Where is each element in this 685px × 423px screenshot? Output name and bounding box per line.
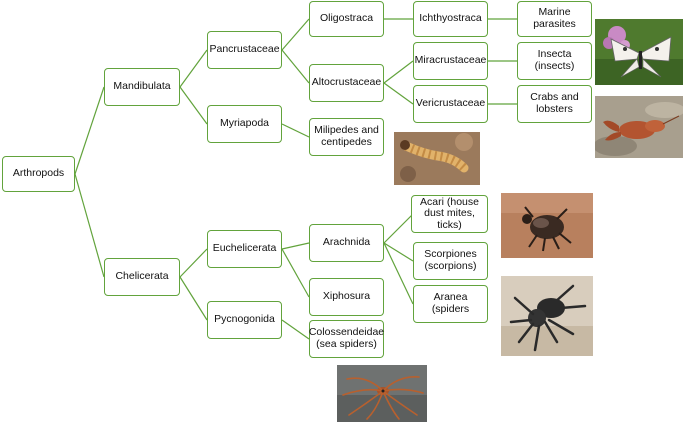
node-acari: Acari (house dust mites, ticks): [411, 195, 488, 233]
node-milipedes: Milipedes and centipedes: [309, 118, 384, 156]
node-miracrustaceae: Miracrustaceae: [413, 42, 488, 80]
edge-mandibulata-pancrustaceae: [179, 49, 208, 88]
edge-altocrustaceae-miracrustaceae: [383, 60, 414, 84]
edge-pancrustaceae-altocrustaceae: [281, 49, 310, 84]
edge-arachnida-scorpiones: [383, 242, 414, 262]
butterfly-photo: [595, 19, 683, 85]
node-chelicerata: Chelicerata: [104, 258, 180, 296]
edge-mandibulata-myriapoda: [179, 86, 208, 125]
node-pancrustaceae: Pancrustaceae: [207, 31, 282, 69]
edge-arachnida-acari: [383, 213, 414, 244]
node-arachnida: Arachnida: [309, 224, 384, 262]
edge-myriapoda-milipedes: [281, 123, 310, 138]
edge-chelicerata-pycnogonida: [179, 276, 208, 321]
node-xiphosura: Xiphosura: [309, 278, 384, 316]
node-marine-parasites: Marine parasites: [517, 1, 592, 37]
node-scorpiones: Scorpiones (scorpions): [413, 242, 488, 280]
node-euchelicerata: Euchelicerata: [207, 230, 282, 268]
node-myriapoda: Myriapoda: [207, 105, 282, 143]
node-insecta: Insecta (insects): [517, 42, 592, 80]
lobster-photo: [595, 96, 683, 158]
node-mandibulata: Mandibulata: [104, 68, 180, 106]
node-altocrustaceae: Altocrustaceae: [309, 64, 384, 102]
node-pycnogonida: Pycnogonida: [207, 301, 282, 339]
sea-spider-photo: [337, 365, 427, 422]
edge-euchelicerata-xiphosura: [281, 248, 310, 298]
edge-pycnogonida-colossendeidae: [281, 319, 310, 340]
edge-arachnida-aranea: [383, 242, 414, 305]
node-vericrustaceae: Vericrustaceae: [413, 85, 488, 123]
centipede-photo: [394, 132, 480, 185]
edge-euchelicerata-arachnida: [281, 242, 310, 250]
node-ichthyostraca: Ichthyostraca: [413, 1, 488, 37]
node-crabs-lobsters: Crabs and lobsters: [517, 85, 592, 123]
spider-photo: [501, 276, 593, 356]
tick-photo: [501, 193, 593, 258]
edge-pancrustaceae-oligostraca: [281, 18, 310, 51]
node-aranea: Aranea (spiders: [413, 285, 488, 323]
node-arthropods: Arthropods: [2, 156, 75, 192]
edge-arthropods-mandibulata: [74, 86, 105, 175]
edge-altocrustaceae-vericrustaceae: [383, 82, 414, 105]
node-colossendeidae: Colossendeidae (sea spiders): [309, 320, 384, 358]
edge-arthropods-chelicerata: [74, 173, 105, 278]
edge-chelicerata-euchelicerata: [179, 248, 208, 278]
node-oligostraca: Oligostraca: [309, 1, 384, 37]
